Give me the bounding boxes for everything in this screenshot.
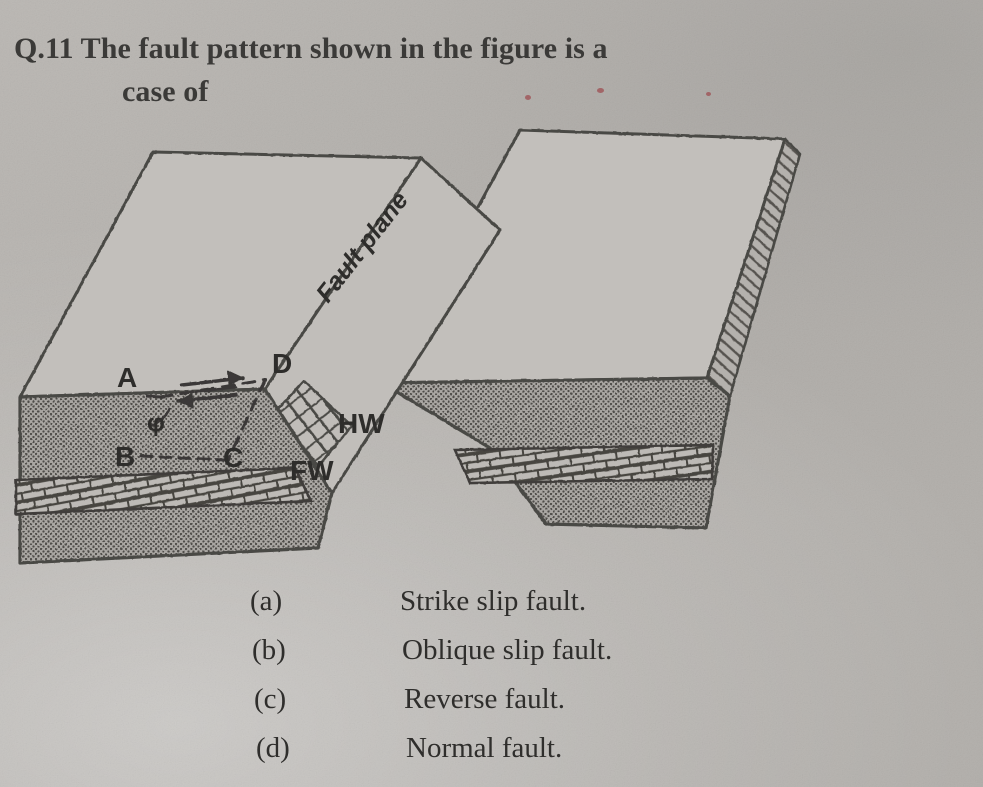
label-foot-wall: FW <box>290 455 334 486</box>
angle-phi-arc <box>149 407 172 428</box>
label-point-b: B <box>115 441 135 472</box>
option-row-b[interactable]: (b) Oblique slip fault. <box>250 634 810 683</box>
label-point-d: D <box>272 348 292 379</box>
fault-edge-a-b <box>145 394 161 399</box>
question-text: Q.11 The fault pattern shown in the figu… <box>14 28 944 113</box>
left-block-front-face <box>14 387 334 565</box>
dashed-line-apex-c <box>226 378 267 462</box>
option-key-a: (a) <box>250 585 283 617</box>
dashed-line-b-c <box>139 454 226 462</box>
option-text-c: Reverse fault. <box>404 683 566 715</box>
fault-block-diagram: Fault plane A B C D φ HW FW <box>14 128 802 565</box>
option-row-d[interactable]: (d) Normal fault. <box>250 732 810 781</box>
dashed-line-a-apex <box>158 378 267 399</box>
label-point-c: C <box>223 442 243 473</box>
slip-direction-arrows <box>176 370 245 409</box>
option-text-b: Oblique slip fault. <box>402 634 613 666</box>
label-point-a: A <box>117 362 137 393</box>
option-key-d: (d) <box>256 732 290 764</box>
option-text-a: Strike slip fault. <box>400 585 587 617</box>
label-angle-phi: φ <box>147 409 165 437</box>
option-row-c[interactable]: (c) Reverse fault. <box>250 683 810 732</box>
option-key-c: (c) <box>254 683 287 715</box>
answer-options: (a) Strike slip fault. (b) Oblique slip … <box>250 585 810 781</box>
option-text-d: Normal fault. <box>406 732 563 764</box>
question-line-1: Q.11 The fault pattern shown in the figu… <box>14 32 608 65</box>
right-block-front-face <box>380 376 732 530</box>
question-line-2: case of <box>122 74 209 108</box>
label-hanging-wall: HW <box>338 408 385 439</box>
option-key-b: (b) <box>252 634 286 666</box>
option-row-a[interactable]: (a) Strike slip fault. <box>250 585 810 634</box>
